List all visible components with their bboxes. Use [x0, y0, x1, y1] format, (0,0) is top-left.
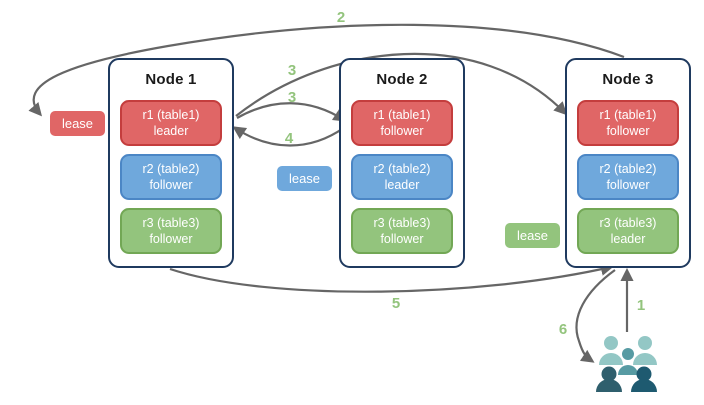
lease-badge-r2: lease — [277, 166, 332, 191]
node-3-title: Node 3 — [602, 71, 654, 88]
node-1: Node 1 r1 (table1) leader r2 (table2) fo… — [108, 58, 234, 268]
replica-range: r2 (table2) — [373, 161, 431, 176]
replica-role: follower — [606, 124, 650, 138]
replica-range: r2 (table2) — [599, 161, 657, 176]
node-3-replica-r3: r3 (table3) leader — [577, 208, 679, 254]
replica-range: r1 (table1) — [599, 107, 657, 122]
node-1-replica-r1: r1 (table1) leader — [120, 100, 222, 146]
replica-range: r3 (table3) — [142, 215, 200, 230]
node-3: Node 3 r1 (table1) follower r2 (table2) … — [565, 58, 691, 268]
replica-range: r1 (table1) — [142, 107, 200, 122]
replica-role: leader — [153, 124, 189, 138]
step-label-2: 2 — [336, 9, 346, 26]
replica-range: r1 (table1) — [373, 107, 431, 122]
node-2: Node 2 r1 (table1) follower r2 (table2) … — [339, 58, 465, 268]
replica-role: follower — [380, 124, 424, 138]
replica-role: leader — [610, 232, 646, 246]
replica-range: r3 (table3) — [373, 215, 431, 230]
replica-role: follower — [149, 178, 193, 192]
lease-badge-r3: lease — [505, 223, 560, 248]
step-label-3-to-node2: 3 — [287, 89, 297, 106]
users-icon — [596, 336, 657, 392]
replica-role: follower — [380, 232, 424, 246]
node-2-replica-r3: r3 (table3) follower — [351, 208, 453, 254]
step-label-1: 1 — [636, 297, 646, 314]
node-2-replica-r1: r1 (table1) follower — [351, 100, 453, 146]
replica-role: follower — [606, 178, 650, 192]
node-1-title: Node 1 — [145, 71, 197, 88]
replica-range: r2 (table2) — [142, 161, 200, 176]
replica-role: follower — [149, 232, 193, 246]
node-2-replica-r2: r2 (table2) leader — [351, 154, 453, 200]
node-2-title: Node 2 — [376, 71, 428, 88]
step-label-4: 4 — [284, 130, 294, 147]
replica-role: leader — [384, 178, 420, 192]
arrow-step-5-leaseholder-to-gateway — [169, 262, 615, 293]
replica-range: r3 (table3) — [599, 215, 657, 230]
node-3-replica-r1: r1 (table1) follower — [577, 100, 679, 146]
step-label-5: 5 — [391, 295, 401, 312]
lease-badge-r1: lease — [50, 111, 105, 136]
node-1-replica-r2: r2 (table2) follower — [120, 154, 222, 200]
step-label-3-to-node3: 3 — [287, 62, 297, 79]
step-label-6: 6 — [558, 321, 568, 338]
node-1-replica-r3: r3 (table3) follower — [120, 208, 222, 254]
node-3-replica-r2: r2 (table2) follower — [577, 154, 679, 200]
